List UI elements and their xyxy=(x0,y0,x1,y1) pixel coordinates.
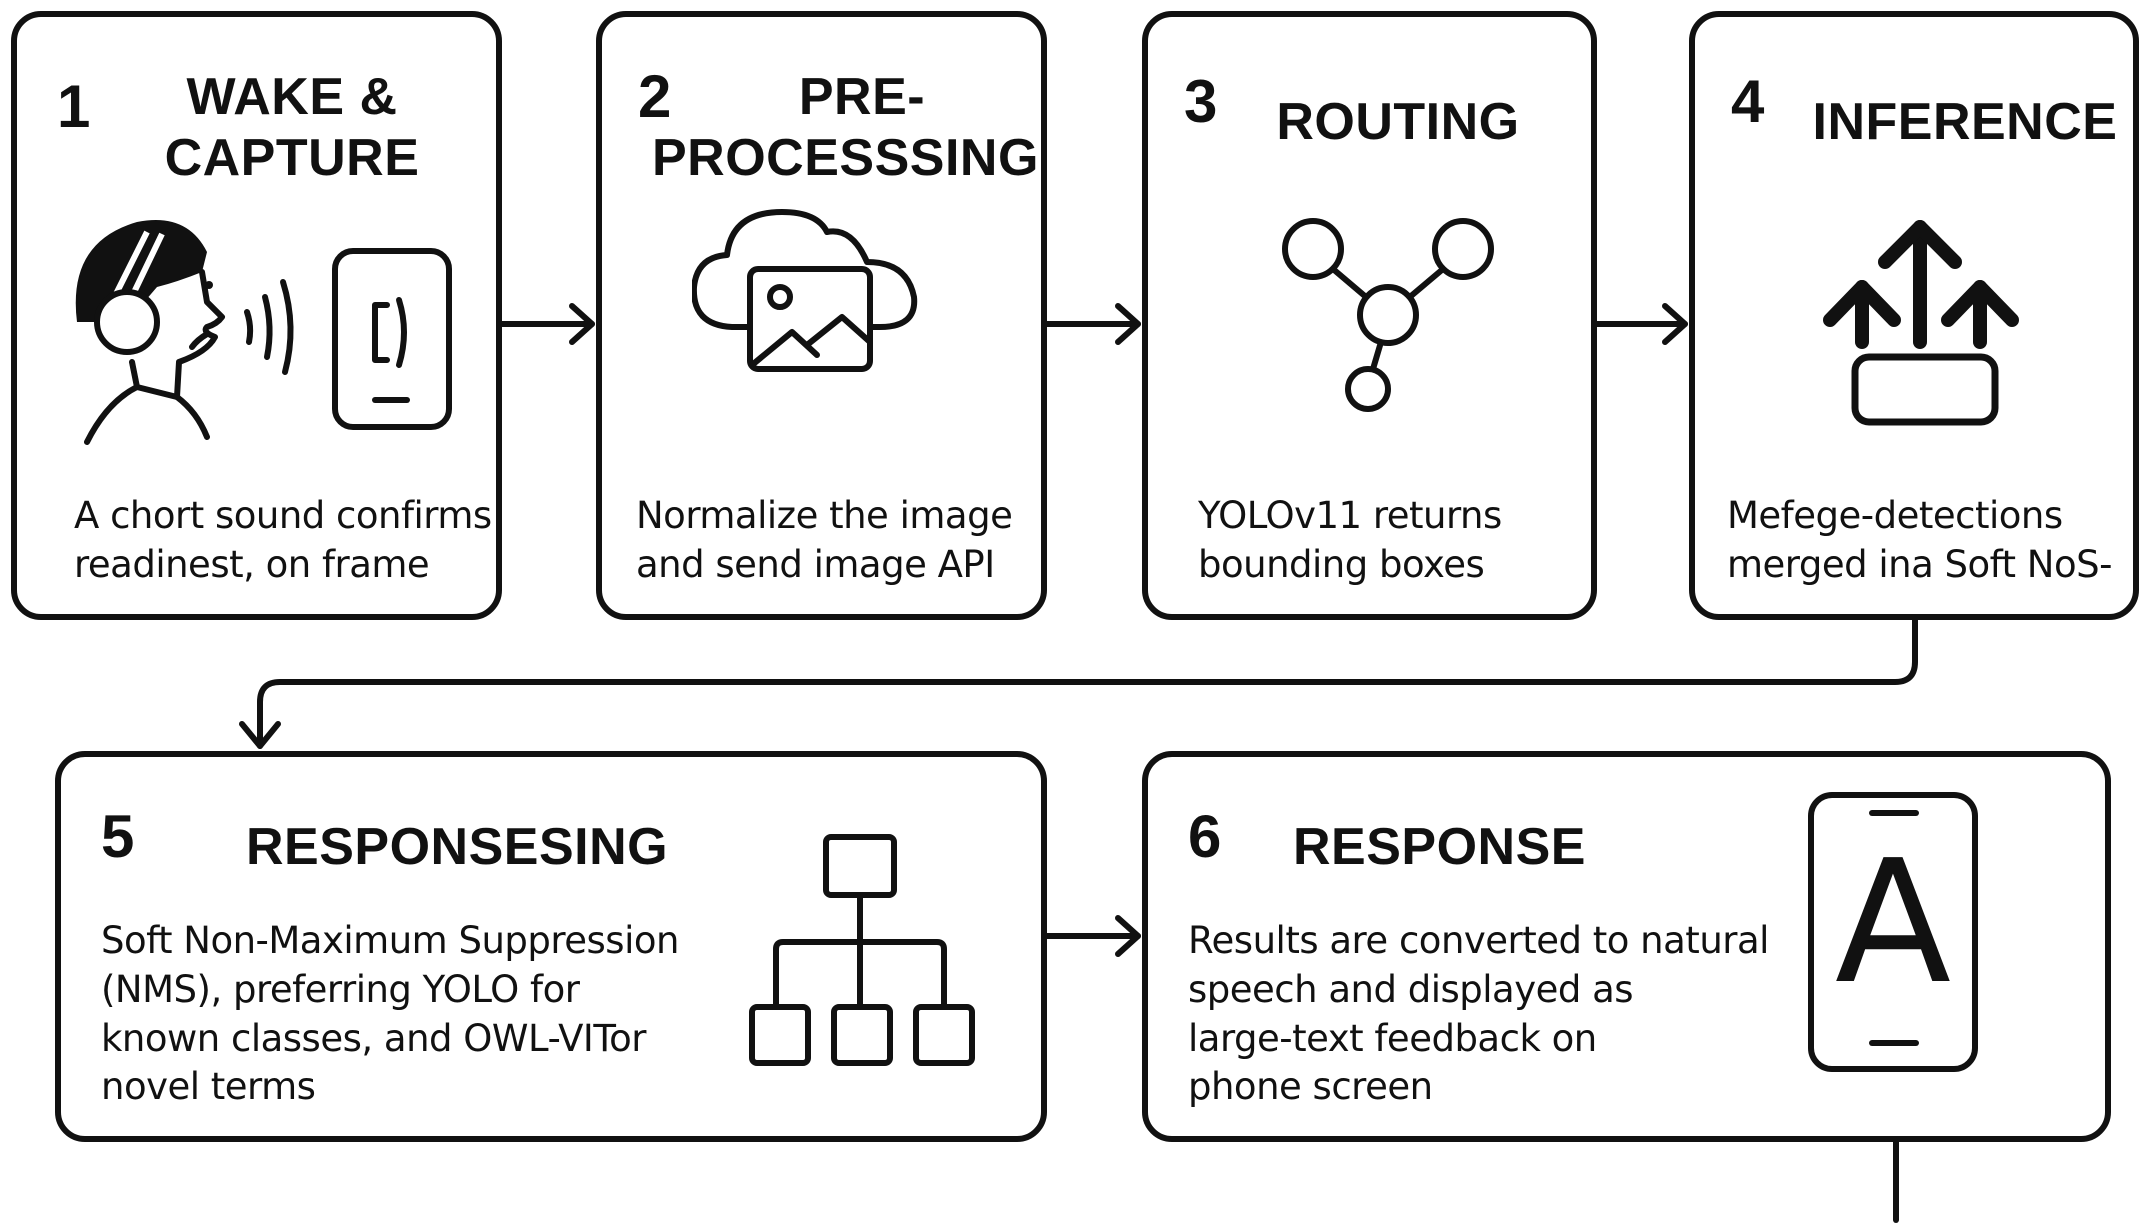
step-5-box: 5 RESPONSESING Soft Non-Maximum Suppress… xyxy=(55,751,1047,1142)
step-title-line: PROCESSSING xyxy=(652,129,1039,188)
step-title-line: CAPTURE xyxy=(164,129,420,188)
step-3-box: 3 ROUTING YOLOv11 returns bounding boxes xyxy=(1142,11,1597,620)
step-description: YOLOv11 returns bounding boxes xyxy=(1198,494,1502,586)
step-description: Soft Non-Maximum Suppression (NMS), pref… xyxy=(101,919,679,1109)
arrow-3-to-4 xyxy=(1594,303,1688,345)
step-title-line: ROUTING xyxy=(1276,93,1520,151)
step-1-box: 1 WAKE & CAPTURE A chort sound confirms … xyxy=(11,11,502,620)
step-description: Normalize the image and send image API xyxy=(636,494,1013,586)
phone-home-bar xyxy=(1869,1040,1919,1046)
step-description: Mefege-detections merged ina Soft NoS- xyxy=(1727,494,2112,586)
hierarchy-tree-icon xyxy=(749,834,975,1066)
step-title: RESPONSE xyxy=(1293,817,1586,878)
step-title-line: RESPONSE xyxy=(1293,818,1586,876)
step-title-line: RESPONSESING xyxy=(246,818,669,876)
arrow-4-to-5 xyxy=(239,617,1918,749)
phone-large-text-icon: A xyxy=(1808,792,1978,1072)
step-title-line: INFERENCE xyxy=(1812,93,2118,151)
phone-icon xyxy=(332,248,452,430)
phone-letter: A xyxy=(1834,824,1952,1022)
step-title: INFERENCE xyxy=(1805,92,2125,153)
step-title: PRE- PROCESSSING xyxy=(652,67,1039,190)
arrow-5-to-6 xyxy=(1044,915,1141,957)
step-title-line: PRE- xyxy=(798,68,926,126)
step-number: 5 xyxy=(101,803,135,870)
phone-speaker-bar xyxy=(1869,810,1919,816)
step-number: 2 xyxy=(638,63,672,130)
step-title-line: WAKE & xyxy=(186,68,398,126)
step-number: 1 xyxy=(57,73,91,140)
arrow-1-to-2 xyxy=(499,303,595,345)
step-number: 3 xyxy=(1184,68,1218,135)
step-number: 6 xyxy=(1188,803,1222,870)
arrow-2-to-3 xyxy=(1044,303,1141,345)
step-description: Results are converted to natural speech … xyxy=(1188,919,1769,1109)
upload-arrows-icon xyxy=(1823,220,2019,426)
routing-nodes-icon xyxy=(1282,218,1494,412)
step-title: WAKE & CAPTURE xyxy=(112,67,472,190)
step-title: ROUTING xyxy=(1248,92,1548,153)
step-6-box: 6 RESPONSE A Results are converted to na… xyxy=(1142,751,2111,1142)
cloud-image-icon xyxy=(692,209,918,372)
step-description: A chort sound confirms readinest, on fra… xyxy=(74,494,492,586)
person-with-headphones-speaking-icon xyxy=(75,220,294,445)
step-number: 4 xyxy=(1731,68,1765,135)
step-title: RESPONSESING xyxy=(246,817,668,878)
step-2-box: 2 PRE- PROCESSSING Normalize the image a… xyxy=(596,11,1047,620)
step-4-box: 4 INFERENCE Mefege-detections merged ina… xyxy=(1689,11,2139,620)
